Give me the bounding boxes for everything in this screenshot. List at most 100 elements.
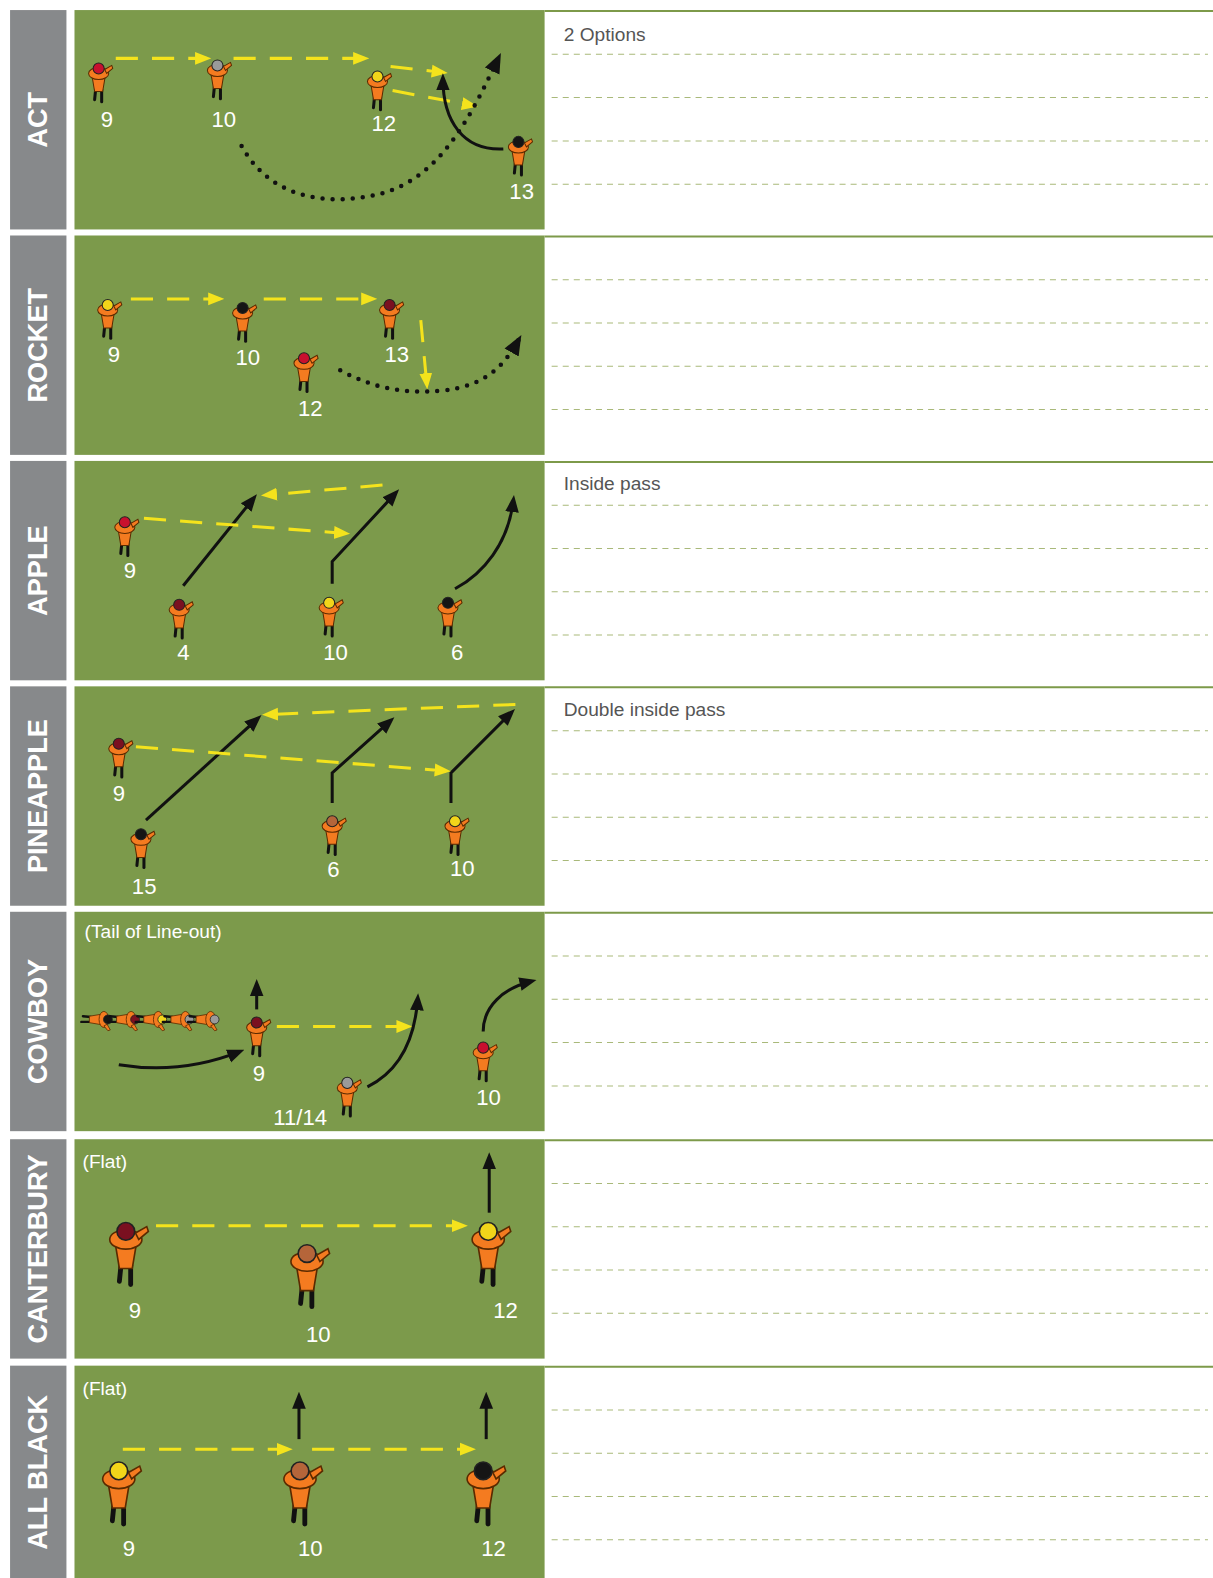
run-line bbox=[332, 493, 395, 584]
notes-line bbox=[552, 548, 1208, 549]
player-head bbox=[251, 1017, 262, 1028]
player-number: 9 bbox=[108, 342, 120, 367]
notes-line bbox=[552, 817, 1208, 818]
player-figure bbox=[109, 738, 133, 777]
player-head bbox=[442, 597, 453, 608]
player-head bbox=[174, 599, 185, 610]
notes-line bbox=[552, 591, 1208, 592]
notes-line bbox=[552, 1496, 1208, 1497]
player-number: 4 bbox=[177, 640, 189, 665]
player-number: 10 bbox=[450, 855, 475, 880]
player-head bbox=[93, 63, 104, 74]
player-figure bbox=[115, 517, 139, 556]
player-head bbox=[102, 299, 113, 310]
player-arm bbox=[131, 519, 139, 527]
player-head bbox=[342, 1077, 353, 1088]
run-line bbox=[483, 981, 531, 1031]
player-figure bbox=[473, 1042, 497, 1081]
pitch-field bbox=[74, 10, 544, 229]
play-title-band: COWBOY bbox=[10, 912, 66, 1131]
play-name: ACT bbox=[23, 92, 54, 148]
player-number: 10 bbox=[306, 1321, 331, 1346]
run-line bbox=[455, 500, 513, 589]
player-figure bbox=[207, 60, 231, 99]
player-figure bbox=[472, 1223, 511, 1285]
player-number: 10 bbox=[211, 106, 236, 131]
run-line bbox=[451, 713, 511, 804]
pass-line bbox=[156, 1224, 463, 1227]
run-line bbox=[367, 998, 417, 1087]
player-figure bbox=[247, 1017, 271, 1056]
player-number: 13 bbox=[385, 342, 410, 367]
run-line bbox=[332, 721, 390, 804]
run-line bbox=[443, 78, 503, 149]
notes-line bbox=[552, 184, 1208, 185]
player-arm bbox=[310, 355, 318, 363]
play-title-band: PINEAPPLE bbox=[10, 686, 66, 905]
pitch-field bbox=[74, 912, 544, 1131]
pitch-field bbox=[74, 235, 544, 454]
notes-line bbox=[552, 366, 1208, 367]
play-name: COWBOY bbox=[23, 959, 54, 1084]
player-arm bbox=[135, 1227, 148, 1240]
player-head bbox=[479, 1223, 497, 1241]
pass-line bbox=[136, 747, 446, 771]
player-figure bbox=[89, 63, 113, 102]
player-arm bbox=[498, 1227, 511, 1240]
player-arm bbox=[384, 73, 392, 81]
pitch-field bbox=[74, 1366, 544, 1578]
field-note: (Flat) bbox=[83, 1378, 128, 1400]
player-arm bbox=[223, 62, 231, 70]
notes-line bbox=[552, 773, 1208, 774]
dotted-run-line bbox=[340, 340, 518, 391]
pitch-field bbox=[74, 686, 544, 905]
play-title-band: ALL BLACK bbox=[10, 1366, 66, 1578]
player-figure bbox=[291, 1245, 330, 1307]
player-head bbox=[135, 829, 146, 840]
notes-line bbox=[552, 54, 1208, 55]
player-head bbox=[474, 1462, 492, 1480]
player-arm bbox=[335, 600, 343, 608]
player-number: 15 bbox=[132, 873, 157, 898]
play-title-band: ROCKET bbox=[10, 235, 66, 454]
notes-rule bbox=[545, 235, 1213, 237]
player-arm bbox=[211, 1024, 217, 1030]
player-head bbox=[117, 1223, 135, 1241]
player-figure bbox=[294, 353, 318, 392]
notes-line bbox=[552, 635, 1208, 636]
play-name: CANTERBURY bbox=[23, 1154, 54, 1343]
player-arm bbox=[185, 602, 193, 610]
player-head bbox=[298, 353, 309, 364]
notes-line bbox=[552, 1085, 1208, 1086]
play-title-band: CANTERBURY bbox=[10, 1139, 66, 1358]
player-head bbox=[113, 738, 124, 749]
player-figure bbox=[103, 1462, 142, 1524]
notes-rule bbox=[545, 461, 1213, 463]
player-number: 9 bbox=[129, 1298, 141, 1323]
notes-line bbox=[552, 505, 1208, 506]
player-number: 10 bbox=[323, 640, 348, 665]
pass-line bbox=[264, 297, 373, 300]
player-number: 6 bbox=[451, 640, 463, 665]
player-figure bbox=[322, 816, 346, 855]
player-arm bbox=[338, 818, 346, 826]
player-number: 10 bbox=[476, 1084, 501, 1109]
notes-line bbox=[552, 1409, 1208, 1410]
player-figure bbox=[284, 1462, 323, 1524]
player-arm bbox=[353, 1080, 361, 1088]
player-head bbox=[327, 816, 338, 827]
player-head bbox=[210, 1015, 219, 1024]
player-head bbox=[478, 1042, 489, 1053]
player-arm bbox=[105, 65, 113, 73]
player-head bbox=[372, 71, 383, 82]
notes-rule bbox=[545, 1366, 1213, 1368]
pass-line bbox=[267, 704, 516, 714]
player-arm bbox=[114, 302, 122, 310]
player-number: 10 bbox=[298, 1535, 323, 1560]
note-text: Double inside pass bbox=[564, 698, 726, 720]
player-figure bbox=[367, 71, 391, 110]
player-number: 10 bbox=[236, 345, 261, 370]
player-arm bbox=[147, 831, 155, 839]
player-figure bbox=[508, 136, 532, 175]
run-line bbox=[488, 1157, 491, 1212]
